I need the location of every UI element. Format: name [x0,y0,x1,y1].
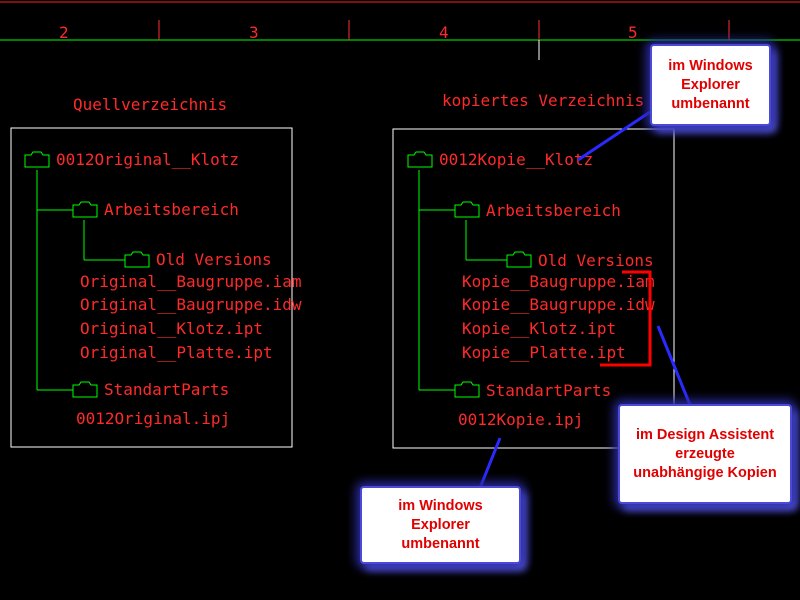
callout-explorer-bottom-line-2: Explorer [411,516,470,533]
left-file-4: Original__Platte.ipt [80,343,273,362]
right-file-1: Kopie__Baugruppe.iam [462,272,655,291]
callout-design-assistant-line-1: im Design Assistent [635,426,775,443]
ruler-label-4: 4 [439,23,449,42]
left-standard-parts-folder-icon [72,381,98,398]
left-root-folder-icon [24,151,50,168]
left-file-1: Original__Baugruppe.iam [80,272,302,291]
callout-explorer-top-line-3: umbenannt [671,95,750,112]
right-file-3: Kopie__Klotz.ipt [462,319,616,338]
right-tree-lines [418,170,507,391]
ruler-label-3: 3 [249,23,259,42]
right-standard-parts-folder: StandartParts [486,381,611,400]
ruler-ticks [158,20,730,40]
right-workspace-folder-icon [454,201,480,218]
right-heading: kopiertes Verzeichnis [442,91,644,110]
callout-explorer-bottom: im Windows Explorer umbenannt [360,486,521,564]
right-file-4: Kopie__Platte.ipt [462,343,626,362]
right-project-file: 0012Kopie.ipj [458,410,583,429]
callout-design-assistant-line-3: unabhängige Kopien [633,464,777,481]
callout-explorer-bottom-line-1: im Windows [398,497,483,514]
left-workspace-folder-icon [72,201,98,218]
callout-design-assistant-line-2: erzeugte [675,445,735,462]
left-tree-lines [36,170,125,391]
callout-explorer-bottom-line-3: umbenannt [401,535,480,552]
ruler-label-5: 5 [628,23,638,42]
right-root-folder: 0012Kopie__Klotz [439,150,593,169]
right-old-versions-folder: Old Versions [538,251,654,270]
pointer-explorer-bottom [478,437,502,489]
pointer-explorer-top [577,110,651,162]
copies-bracket [600,270,652,367]
right-root-folder-icon [407,151,433,168]
left-standard-parts-folder: StandartParts [104,380,229,399]
left-file-2: Original__Baugruppe.idw [80,295,302,314]
callout-pointers [478,110,692,489]
right-workspace-folder: Arbeitsbereich [486,201,621,220]
callout-design-assistant: im Design Assistent erzeugte unabhängige… [618,404,792,504]
left-frame [10,127,293,448]
left-root-folder: 0012Original__Klotz [56,150,239,169]
right-old-versions-folder-icon [506,251,532,268]
callout-explorer-top-line-2: Explorer [681,76,740,93]
right-standard-parts-folder-icon [454,381,480,398]
ruler-label-2: 2 [59,23,69,42]
callout-explorer-top: im Windows Explorer umbenannt [650,44,771,126]
left-project-file: 0012Original.ipj [76,409,230,428]
left-old-versions-folder: Old Versions [156,250,272,269]
pointer-design-assistant [656,325,692,406]
left-workspace-folder: Arbeitsbereich [104,200,239,219]
right-frame [392,128,675,449]
right-file-2: Kopie__Baugruppe.idw [462,295,655,314]
callout-explorer-top-line-1: im Windows [668,57,753,74]
left-old-versions-folder-icon [124,251,150,268]
left-heading: Quellverzeichnis [73,95,227,114]
left-file-3: Original__Klotz.ipt [80,319,263,338]
